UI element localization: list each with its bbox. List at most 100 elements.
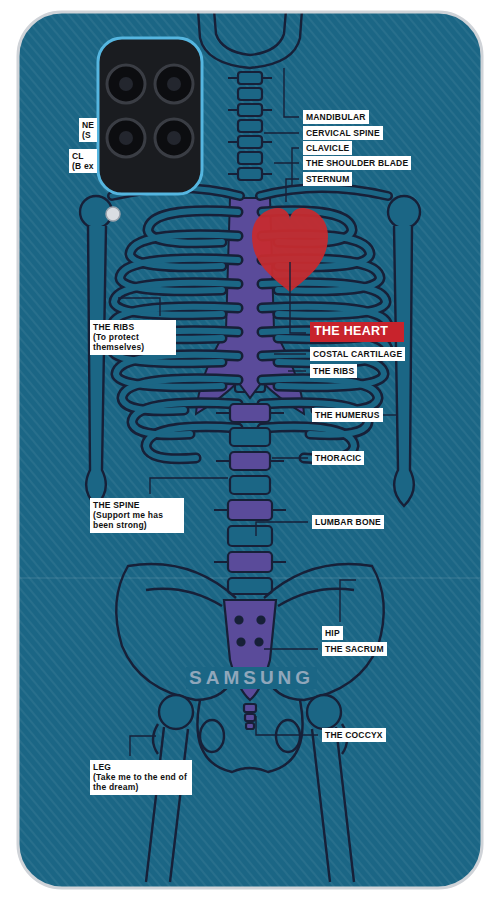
label-box: LUMBAR BONE <box>312 515 384 529</box>
label-heading: CLAVICLE <box>306 143 349 153</box>
camera-module <box>107 65 145 103</box>
leader-line <box>288 370 306 371</box>
label-box: CERVICAL SPINE <box>303 126 383 140</box>
label-heading: THE HEART <box>314 324 388 340</box>
label-box: LEG(Take me to the end of the dream) <box>90 760 192 795</box>
case-rim <box>18 12 482 888</box>
vertebra <box>214 404 286 594</box>
vertebra <box>230 404 270 422</box>
vertebra <box>214 413 286 562</box>
camera-module <box>155 65 193 103</box>
cervical-vertebra <box>238 72 262 84</box>
leader-line <box>274 353 306 354</box>
clavicle <box>260 188 388 196</box>
camera-module <box>106 207 120 221</box>
leader-line <box>381 414 397 415</box>
humerus <box>80 196 420 506</box>
label-note: (To protect themselves) <box>93 332 173 352</box>
label-box: CL(B ex <box>69 149 97 173</box>
label-note: (S <box>82 130 94 140</box>
camera-module <box>167 131 181 145</box>
cervical-vertebra <box>238 104 262 116</box>
leader-line <box>286 179 299 202</box>
label-heading: THE SACRUM <box>325 644 384 654</box>
cervical-vertebra <box>238 136 262 148</box>
pelvis <box>197 700 302 772</box>
vertebra <box>228 552 272 572</box>
cervical-vertebra <box>228 72 272 180</box>
label-heading: THE SHOULDER BLADE <box>306 158 408 168</box>
label-box: THE SPINE(Support me has been strong) <box>90 498 184 533</box>
leader-line <box>256 522 308 536</box>
cervical-vertebra <box>238 120 262 132</box>
leader-line <box>130 736 156 756</box>
label-heading: HIP <box>325 628 340 638</box>
leader-line <box>284 68 299 117</box>
camera-module <box>98 38 202 221</box>
label-heading: THORACIC <box>315 453 361 463</box>
label-heading: THE RIBS <box>93 322 173 332</box>
leader-line <box>274 162 299 163</box>
label-box: THE SACRUM <box>322 642 387 656</box>
case-back <box>18 12 482 888</box>
sacrum <box>238 639 245 646</box>
label-box: THE COCCYX <box>322 728 386 742</box>
label-box: NE(S <box>79 118 97 142</box>
sacrum <box>258 617 265 624</box>
clavicle <box>260 188 388 196</box>
vertebra <box>228 526 272 546</box>
vertebra <box>230 452 270 470</box>
highlight-label-box: THE HEART <box>310 322 404 342</box>
pelvis <box>200 720 224 752</box>
mandible <box>198 12 302 68</box>
label-heading: NE <box>82 120 94 130</box>
leader-line <box>290 262 306 333</box>
sacrum <box>256 639 263 646</box>
brand-watermark: SAMSUNG <box>186 667 317 689</box>
label-heading: THE SPINE <box>93 500 181 510</box>
label-box: THE HUMERUS <box>312 408 383 422</box>
camera-module <box>98 38 202 194</box>
label-note: (Take me to the end of the dream) <box>93 772 189 792</box>
label-box: HIP <box>322 626 343 640</box>
vertebra <box>230 476 270 494</box>
mandible <box>214 12 286 55</box>
label-box: CLAVICLE <box>303 141 352 155</box>
vertebra <box>230 428 270 446</box>
label-box: MANDIBULAR <box>303 110 369 124</box>
label-heading: LEG <box>93 762 189 772</box>
pelvis <box>276 720 300 752</box>
sacrum <box>246 723 254 729</box>
camera-module <box>107 119 145 157</box>
case-back <box>18 12 482 888</box>
sacrum <box>244 704 256 712</box>
case-back <box>18 12 482 888</box>
label-heading: CERVICAL SPINE <box>306 128 380 138</box>
camera-module <box>155 119 193 157</box>
sacrum <box>224 600 276 729</box>
camera-module <box>119 77 133 91</box>
label-heading: STERNUM <box>306 174 349 184</box>
sacrum <box>236 617 243 624</box>
camera-module <box>119 131 133 145</box>
leader-line <box>292 148 299 186</box>
femur <box>307 695 354 882</box>
leader-line <box>264 648 318 649</box>
mandible <box>198 12 302 68</box>
cervical-vertebra <box>228 78 272 174</box>
label-heading: COSTAL CARTILAGE <box>313 349 402 359</box>
label-heading: MANDIBULAR <box>306 112 366 122</box>
label-box: THE RIBS(To protect themselves) <box>90 320 176 355</box>
label-heading: THE HUMERUS <box>315 410 380 420</box>
leader-line <box>256 716 318 735</box>
label-heading: THE RIBS <box>313 366 354 376</box>
label-note: (B ex <box>72 161 94 171</box>
cervical-vertebra <box>238 88 262 100</box>
label-heading: CL <box>72 151 94 161</box>
label-box: COSTAL CARTILAGE <box>310 347 405 361</box>
camera-module <box>167 77 181 91</box>
